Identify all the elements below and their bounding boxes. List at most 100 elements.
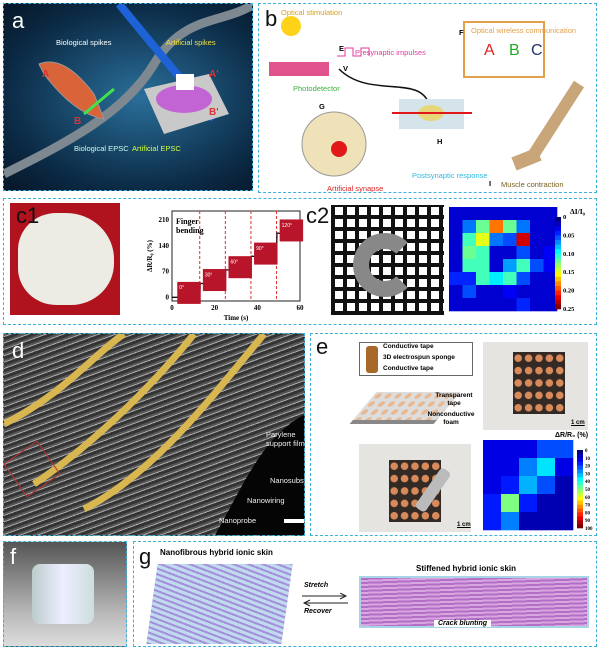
colorbar-tick: 0 bbox=[585, 449, 588, 454]
colorbar-segment bbox=[555, 267, 561, 273]
heatmap-cell bbox=[476, 207, 490, 221]
heatmap-cell bbox=[519, 458, 538, 477]
sensor-array-photo bbox=[483, 342, 588, 430]
neuron-illustration bbox=[4, 4, 252, 179]
panel-d: d Parylene support film Nanosubstrate Na… bbox=[3, 333, 305, 536]
heatmap-cell bbox=[543, 220, 558, 234]
angle-label: 90° bbox=[256, 246, 264, 252]
heatmap-cell bbox=[555, 512, 574, 531]
heatmap-cell bbox=[489, 207, 504, 221]
colorbar-tick: 20 bbox=[585, 465, 591, 470]
x-tick-label: 60 bbox=[297, 304, 305, 312]
heatmap-cell bbox=[503, 298, 517, 312]
left-title: Nanofibrous hybrid ionic skin bbox=[160, 548, 273, 557]
colorbar-segment bbox=[555, 235, 561, 241]
heatmap-cell bbox=[501, 512, 520, 531]
heatmap-cell bbox=[476, 220, 490, 234]
panel-b: b Optical stimulation E Presynaptic impu… bbox=[258, 3, 597, 193]
panel-e: e Conductive tape 3D electrospun sponge … bbox=[310, 333, 597, 536]
heatmap-cell bbox=[537, 440, 556, 459]
colorbar-segment bbox=[555, 249, 561, 255]
panel-label: a bbox=[12, 8, 25, 33]
angle-label: 30° bbox=[205, 272, 213, 278]
colorbar-tick: 10 bbox=[585, 457, 591, 462]
heatmap-cell bbox=[489, 272, 504, 286]
heatmap-cell bbox=[489, 285, 504, 299]
heatmap-cell bbox=[462, 298, 477, 312]
heatmap-cell bbox=[449, 246, 463, 260]
heatmap-cell bbox=[516, 207, 531, 221]
heatmap-cell bbox=[462, 233, 477, 247]
colorbar-segment bbox=[577, 473, 583, 478]
nanomesh-photo bbox=[4, 334, 304, 535]
y-tick-label: 70 bbox=[162, 268, 170, 276]
y-tick-label: 210 bbox=[159, 216, 170, 224]
heatmap-cell bbox=[476, 272, 490, 286]
bio-spikes-label: Biological spikes bbox=[56, 38, 112, 47]
heatmap-cell bbox=[516, 259, 531, 273]
heatmap-cell bbox=[537, 512, 556, 531]
x-axis-label: Time (s) bbox=[224, 314, 249, 322]
bidirectional-arrow-icon bbox=[302, 593, 348, 607]
heatmap-cell bbox=[503, 220, 517, 234]
schematic-label: Conductive tape bbox=[383, 365, 434, 372]
colorbar-segment bbox=[555, 299, 561, 305]
heatmap-cell bbox=[483, 494, 502, 513]
heatmap-cell bbox=[516, 272, 531, 286]
heatmap-cell bbox=[476, 285, 490, 299]
heatmap-cell bbox=[483, 476, 502, 495]
heatmap-cell bbox=[476, 233, 490, 247]
heatmap-cell bbox=[483, 512, 502, 531]
heatmap-cell bbox=[462, 246, 477, 260]
colorbar-segment bbox=[555, 258, 561, 264]
heatmap-cell bbox=[530, 272, 544, 286]
heatmap-cell bbox=[462, 207, 477, 221]
y-tick-label: 140 bbox=[159, 242, 170, 250]
heatmap-cell bbox=[537, 458, 556, 477]
colorbar-segment bbox=[555, 286, 561, 291]
artificial-synapse-label: Artificial synapse bbox=[327, 184, 384, 193]
heatmap-cell bbox=[530, 285, 544, 299]
colorbar-segment bbox=[577, 453, 583, 459]
heatmap-cell bbox=[476, 298, 490, 312]
heatmap-cell bbox=[503, 272, 517, 286]
colorbar-segment bbox=[555, 221, 561, 227]
schematic-label: Nonconductive foam bbox=[427, 411, 475, 426]
aligned-fibers-illustration bbox=[359, 576, 589, 628]
heatmap-cell bbox=[543, 272, 558, 286]
label-A: A bbox=[42, 69, 50, 80]
heatmap-cell bbox=[489, 220, 504, 234]
schematic-label: Conductive tape bbox=[383, 343, 434, 350]
heatmap-cell bbox=[503, 246, 517, 260]
heatmap-cell bbox=[519, 440, 538, 459]
heatmap-cell bbox=[483, 440, 502, 459]
heatmap-cell bbox=[503, 207, 517, 221]
label-A-prime: A' bbox=[209, 69, 219, 80]
heatmap-cell bbox=[501, 476, 520, 495]
y-axis-label: ΔR/R₀ (%) bbox=[146, 239, 154, 272]
heatmap-cell bbox=[530, 298, 544, 312]
panel-label-c2: c2 bbox=[306, 203, 330, 228]
finger-inset-photo bbox=[202, 269, 227, 292]
heatmap-cell bbox=[449, 298, 463, 312]
schematic-label: 3D electrospun sponge bbox=[383, 354, 455, 361]
mesh-photo bbox=[331, 205, 444, 315]
colorbar-tick: 30 bbox=[585, 472, 591, 477]
letter-B: B bbox=[509, 42, 520, 59]
colorbar-tick: 80 bbox=[585, 511, 591, 516]
angle-label: 0° bbox=[179, 285, 184, 291]
colorbar-tick: 60 bbox=[585, 496, 591, 501]
colorbar-segment bbox=[555, 295, 561, 301]
voltmeter-label: V bbox=[343, 64, 349, 73]
colorbar-segment bbox=[577, 500, 583, 505]
finger-inset-photo bbox=[177, 281, 201, 304]
colorbar-segment bbox=[555, 290, 561, 296]
heatmap-cell bbox=[530, 233, 544, 247]
colorbar-tick: 70 bbox=[585, 504, 591, 509]
art-spikes-label: Artificial spikes bbox=[166, 38, 216, 47]
colorbar-segment bbox=[577, 485, 583, 490]
colorbar-segment bbox=[577, 504, 583, 509]
optical-stimulation-label: Optical stimulation bbox=[281, 8, 343, 17]
colorbar-tick: 0.25 bbox=[563, 306, 575, 313]
